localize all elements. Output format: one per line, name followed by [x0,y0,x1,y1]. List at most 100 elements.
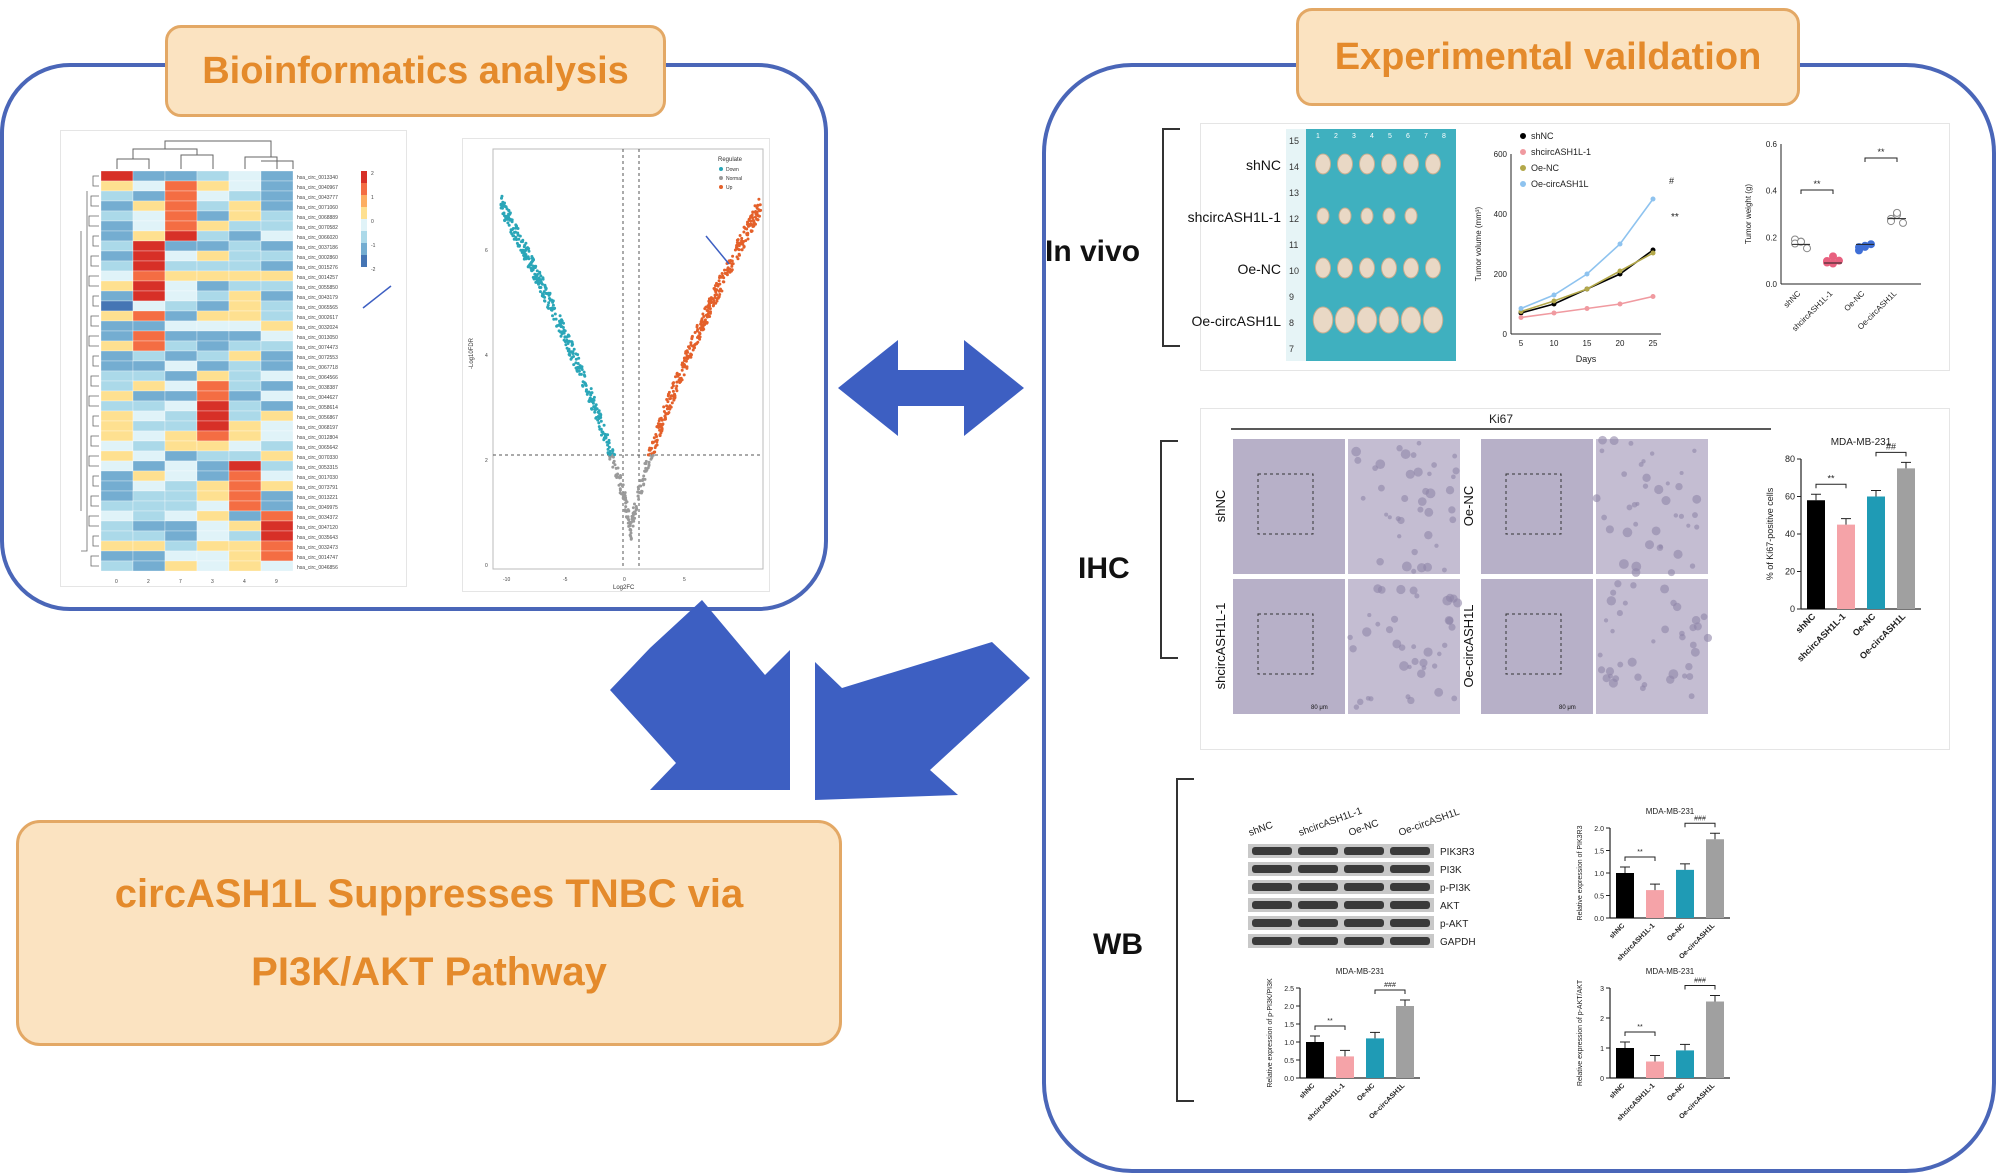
volcano-point [701,312,705,316]
volcano-point [512,234,516,238]
heatmap-row-label: hsa_circ_0032473 [297,545,338,551]
volcano-point [599,427,603,431]
ihc-cell [1691,616,1701,625]
volcano-point [671,382,675,385]
volcano-point [698,337,702,341]
volcano-point [754,204,758,208]
volcano-point [712,303,715,307]
volcano-point [543,299,547,303]
heatmap-scale-swatch [361,255,367,267]
volcano-point [712,301,716,305]
ihc-cell [1442,642,1448,648]
ihc-cell [1417,497,1427,506]
ihc-cell [1347,634,1353,641]
volcano-point [703,307,707,311]
volcano-point [501,212,505,216]
volcano-point [587,390,591,394]
volcano-point [539,286,543,289]
heatmap-row-label: hsa_circ_0056867 [297,415,338,421]
volume-point [1551,310,1557,316]
ihc-cell [1689,563,1696,569]
volcano-point [646,453,650,457]
ihc-cell [1609,436,1619,446]
volcano-point [630,517,634,521]
ihc-cell [1445,616,1454,625]
volcano-point [589,387,593,391]
heatmap-row-label: hsa_circ_0015276 [297,265,338,271]
wb-band [1298,865,1338,873]
weight-sig-label: ** [1877,147,1885,157]
ihc-row-label: shcircASH1L-1 [1213,603,1228,690]
wb-band [1252,937,1292,945]
volcano-point [677,378,681,382]
wb-label: WB [1093,928,1143,961]
chart-sig-label: ** [1827,473,1835,483]
volcano-point [738,234,742,237]
volcano-point [504,217,508,221]
volcano-point [681,365,685,369]
volume-legend-marker [1520,133,1526,139]
volcano-pointer-arrow-icon [705,235,730,265]
volcano-point [550,306,554,310]
volcano-point [664,412,668,416]
tumor-specimen [1381,257,1397,279]
volcano-point [708,315,712,318]
volume-point [1650,250,1656,256]
chart-bar [1676,869,1694,918]
weight-point [1887,217,1895,226]
ihc-cell [1689,641,1697,649]
volcano-point [515,238,518,242]
volume-legend-marker [1520,165,1526,171]
chart-y-tick: 0 [1790,604,1795,614]
ihc-cell [1610,628,1615,634]
volcano-point [558,321,562,324]
chart-y-tick: 0.5 [1284,1058,1294,1065]
tumor-specimen [1422,306,1444,334]
ihc-cell [1694,524,1700,530]
heatmap-row-label: hsa_circ_0058614 [297,405,338,411]
heatmap-row-label: hsa_circ_0035643 [297,535,338,541]
scale-bar-label: 80 μm [1559,705,1576,711]
volcano-point [607,445,611,449]
volcano-point [598,412,602,416]
chart-title: MDA-MB-231 [1646,807,1695,816]
chart-sig-label: ## [1886,441,1896,451]
volcano-point [631,524,635,528]
volcano-point [745,227,749,231]
volcano-point [606,447,610,451]
ihc-cell [1631,561,1642,572]
ihc-cell [1434,687,1444,697]
conclusion-box: circASH1L Suppresses TNBC via PI3K/AKT P… [16,820,842,1046]
volcano-point [514,230,517,234]
ihc-cell [1434,543,1439,548]
volcano-point [516,233,520,237]
volcano-point [572,355,575,358]
ihc-cell [1673,549,1683,559]
volcano-point [735,238,739,242]
volcano-legend-marker [719,167,723,171]
heatmap-row-label: hsa_circ_0032024 [297,325,338,331]
volcano-point [686,350,690,354]
heatmap-col-label: 9 [275,579,278,585]
ruler-tick: 9 [1289,292,1294,302]
heatmap-row-label: hsa_circ_0053315 [297,465,338,471]
ihc-cell [1628,440,1634,446]
volcano-point [697,334,701,338]
volcano-point [585,388,588,392]
volcano-legend-marker [719,185,723,189]
volcano-point [735,241,739,245]
chart-y-tick: 2.0 [1594,826,1604,833]
ihc-cell [1353,704,1360,710]
weight-point [1797,237,1805,246]
volcano-point [674,375,677,379]
volcano-x-tick: -5 [563,577,568,583]
volume-point [1650,196,1656,202]
volume-point [1650,294,1656,299]
ihc-cell [1638,462,1644,467]
ihc-cell [1417,669,1426,678]
ihc-cell [1703,633,1713,643]
wb-band [1390,901,1430,909]
volcano-point [622,497,626,501]
